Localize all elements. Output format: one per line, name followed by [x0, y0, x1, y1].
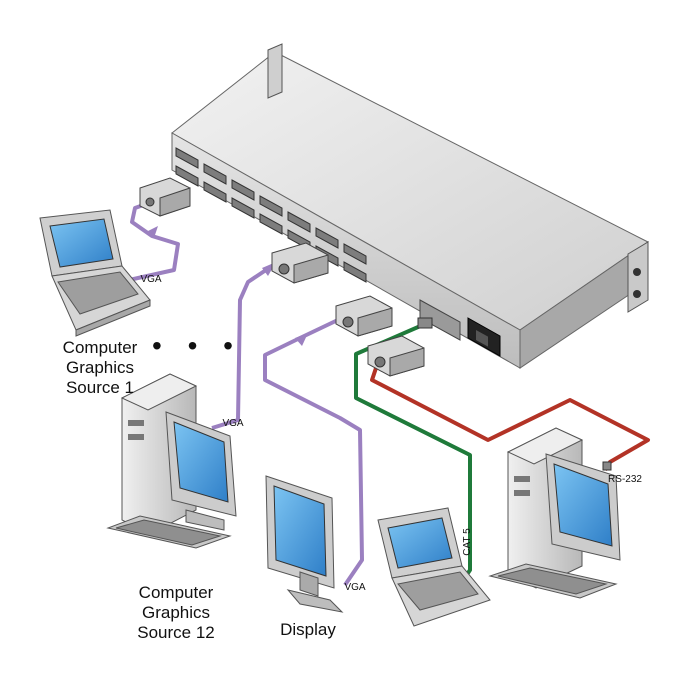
rj45-connector-icon	[417, 317, 433, 329]
vga-connector-icon	[271, 242, 329, 284]
db15-port	[259, 195, 283, 217]
db15-port	[203, 163, 227, 185]
desktop-computer-icon	[106, 373, 237, 549]
db15-port	[231, 197, 255, 219]
rs232-connector-icon	[367, 335, 425, 377]
desktop-computer-icon	[488, 427, 621, 599]
monitor-icon	[265, 475, 344, 613]
db15-port	[175, 165, 199, 187]
vga-label-source1: VGA	[140, 274, 162, 285]
db15-port	[287, 211, 311, 233]
db15-port	[231, 179, 255, 201]
vga-label-display: VGA	[344, 582, 366, 593]
source12-label: Computer Graphics Source 12	[137, 583, 215, 642]
db15-port	[259, 213, 283, 235]
rs232-label: RS-232	[608, 474, 642, 485]
db15-port	[343, 261, 367, 283]
ellipsis-dots: • • •	[152, 330, 242, 361]
db15-port	[175, 147, 199, 169]
vga-connector-icon	[335, 295, 393, 337]
source1-label: Computer Graphics Source 1	[62, 338, 138, 397]
rear-panel-ports	[175, 147, 367, 283]
vga-cable-source1	[119, 197, 180, 284]
vga-label-source12: VGA	[222, 418, 244, 429]
laptop-icon	[39, 209, 151, 337]
db15-port	[315, 227, 339, 249]
cat5-label: CAT 5	[462, 528, 473, 556]
db15-port	[203, 181, 227, 203]
laptop-icon	[377, 507, 491, 627]
vga-cable-display	[263, 316, 364, 587]
db15-port	[343, 243, 367, 265]
vga-connector-icon	[139, 177, 191, 217]
display-label: Display	[280, 620, 336, 639]
